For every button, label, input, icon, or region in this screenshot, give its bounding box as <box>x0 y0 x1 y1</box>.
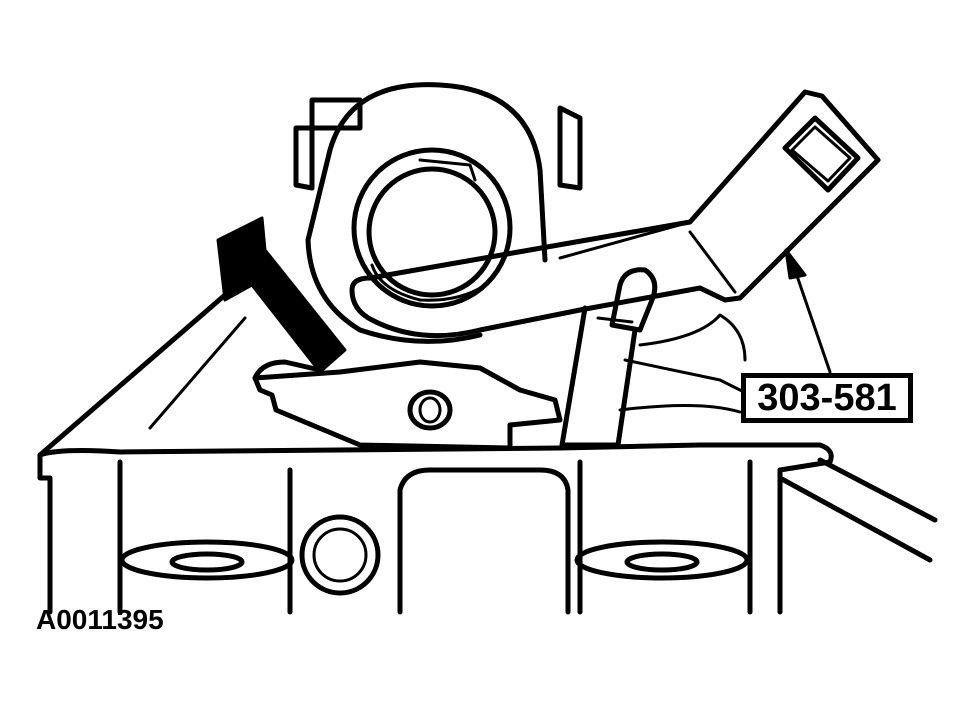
valve-stem <box>559 267 752 448</box>
cylinder-head <box>37 279 938 615</box>
roller-follower <box>252 359 563 451</box>
tool-label: 303-581 <box>757 376 897 419</box>
special-tool <box>349 89 881 339</box>
pointer-arrow <box>216 216 347 374</box>
figure-id: A0011395 <box>36 604 164 635</box>
callout-leader <box>784 248 832 374</box>
tool-callout: 303-581 <box>741 373 913 423</box>
camshaft-cap <box>293 82 583 344</box>
